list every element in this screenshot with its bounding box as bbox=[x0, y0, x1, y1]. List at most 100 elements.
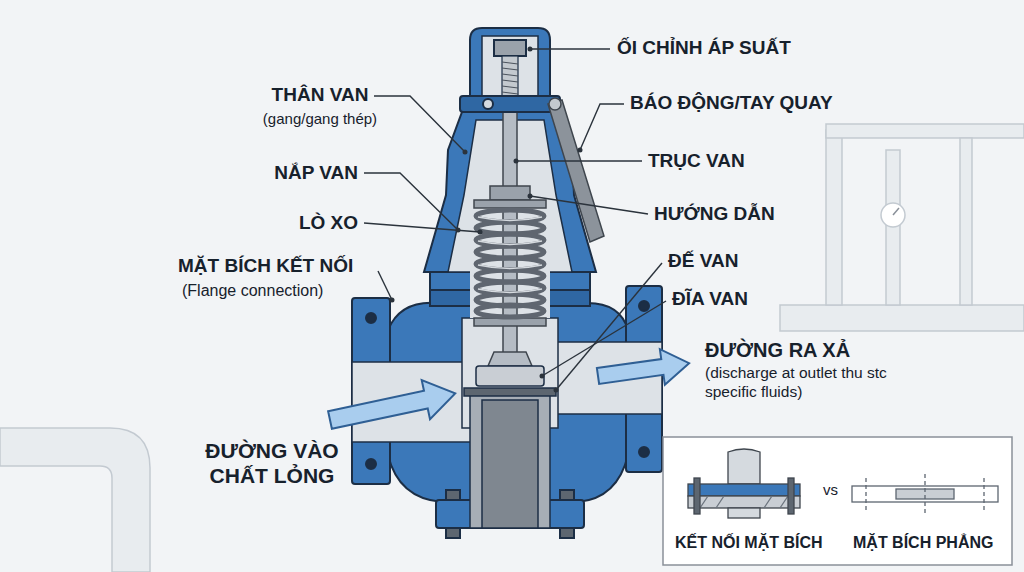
valve-body bbox=[639, 447, 649, 457]
flow-arrow bbox=[326, 374, 460, 440]
leader-line bbox=[364, 173, 458, 230]
stem-and-disc bbox=[490, 186, 530, 200]
spring bbox=[476, 282, 544, 294]
inset-panel bbox=[663, 437, 1012, 565]
leader-dot bbox=[463, 150, 468, 155]
flange-joint-symbol bbox=[700, 496, 788, 508]
lever bbox=[549, 98, 561, 110]
flow-arrow bbox=[595, 345, 691, 393]
leader-line bbox=[530, 196, 648, 214]
leader-dot bbox=[514, 159, 519, 164]
caption-text: KẾT NỐI MẶT BÍCH bbox=[675, 533, 823, 552]
spring bbox=[478, 265, 542, 269]
flat-flange-symbol bbox=[852, 474, 998, 514]
leader-dot bbox=[390, 47, 583, 393]
leader-line bbox=[364, 49, 666, 390]
valve-cutaway bbox=[470, 395, 550, 528]
leader-dot bbox=[528, 194, 533, 199]
background-pipes bbox=[960, 138, 972, 305]
pressure-cap bbox=[502, 56, 518, 100]
background-pipes bbox=[893, 208, 899, 215]
flow-note: (discharge at outlet thu stc specific fl… bbox=[705, 364, 937, 401]
pressure-cap bbox=[483, 99, 493, 109]
valve-body bbox=[366, 313, 376, 323]
flow-arrow bbox=[326, 345, 692, 439]
valve-cutaway bbox=[464, 388, 556, 396]
comparison-text: vs bbox=[823, 481, 838, 499]
lever bbox=[548, 100, 604, 242]
flow-label: ĐƯỜNG RA XẢ bbox=[705, 338, 850, 362]
valve-body bbox=[560, 528, 574, 538]
inset-panel bbox=[663, 437, 1012, 565]
background-pipes bbox=[881, 203, 905, 227]
background-pipes bbox=[780, 305, 1024, 331]
pressure-cap bbox=[494, 40, 526, 56]
flange-joint-symbol bbox=[688, 496, 800, 508]
pressure-cap bbox=[460, 28, 560, 112]
spring bbox=[478, 289, 542, 293]
flange-joint-symbol bbox=[788, 478, 794, 514]
valve-body bbox=[446, 490, 460, 500]
translation-note: (Flange connection) bbox=[182, 281, 323, 300]
flange-joint-symbol bbox=[694, 478, 700, 514]
spring bbox=[476, 234, 544, 246]
leader-line bbox=[378, 271, 392, 300]
part-label: THÂN VAN bbox=[272, 84, 369, 107]
flange-joint-symbol bbox=[728, 508, 760, 518]
part-label: HƯỚNG DẪN bbox=[654, 203, 775, 226]
leader-dot bbox=[390, 298, 395, 303]
part-label: BÁO ĐỘNG/TAY QUAY bbox=[630, 92, 833, 115]
background-pipes bbox=[826, 124, 1024, 138]
leader-line bbox=[580, 104, 624, 150]
material-note: (gang/gang thép) bbox=[263, 110, 377, 128]
flow-label: ĐƯỜNG VÀO CHẤT LỎNG bbox=[187, 438, 357, 488]
spring bbox=[478, 217, 542, 293]
leader-line bbox=[364, 223, 480, 232]
part-label: ĐĨA VAN bbox=[672, 288, 748, 311]
leader-line bbox=[374, 96, 465, 152]
background-pipes bbox=[826, 130, 842, 305]
valve-body bbox=[639, 301, 649, 311]
leader-dot bbox=[540, 374, 545, 379]
background-pipes bbox=[0, 428, 150, 572]
flat-flange-symbol bbox=[866, 474, 984, 514]
inset-box: KẾT NỐI MẶT BÍCH vsMẶT BÍCH PHẲNG bbox=[663, 437, 1012, 565]
part-label: ỐI CHỈNH ÁP SUẤT bbox=[617, 37, 791, 60]
spring bbox=[476, 258, 544, 270]
spring bbox=[476, 210, 544, 317]
part-label: LÒ XO bbox=[299, 212, 358, 235]
leader-dot bbox=[478, 230, 483, 235]
stem-and-disc bbox=[474, 200, 546, 208]
flange-joint-symbol bbox=[728, 449, 760, 484]
leader-line bbox=[516, 160, 642, 161]
stem-and-disc bbox=[476, 366, 544, 386]
lever bbox=[548, 98, 604, 242]
leader-dot bbox=[456, 228, 461, 233]
pressure-cap bbox=[460, 96, 560, 112]
spring bbox=[476, 210, 544, 317]
valve-cutaway bbox=[482, 400, 538, 528]
spring bbox=[476, 305, 544, 317]
spring bbox=[478, 217, 542, 221]
leader-line bbox=[542, 301, 666, 376]
part-label: NẮP VAN bbox=[274, 162, 358, 185]
leader-dot bbox=[578, 148, 583, 153]
leader-line bbox=[556, 263, 662, 390]
flow-arrow bbox=[326, 374, 460, 440]
part-label: MẶT BÍCH KẾT NỐI bbox=[178, 255, 353, 278]
part-label: TRỤC VAN bbox=[648, 150, 745, 173]
spring bbox=[476, 210, 544, 222]
stem-and-disc bbox=[488, 352, 532, 366]
flange-joint-symbol bbox=[688, 484, 800, 496]
caption-text: MẶT BÍCH PHẲNG bbox=[853, 533, 993, 552]
flow-arrow bbox=[595, 345, 691, 393]
leader-dot bbox=[528, 47, 533, 52]
leader-dot bbox=[554, 388, 559, 393]
pressure-cap bbox=[502, 62, 518, 94]
valve-body bbox=[446, 528, 460, 538]
valve-body bbox=[366, 459, 376, 469]
flange-joint-symbol bbox=[688, 449, 800, 518]
